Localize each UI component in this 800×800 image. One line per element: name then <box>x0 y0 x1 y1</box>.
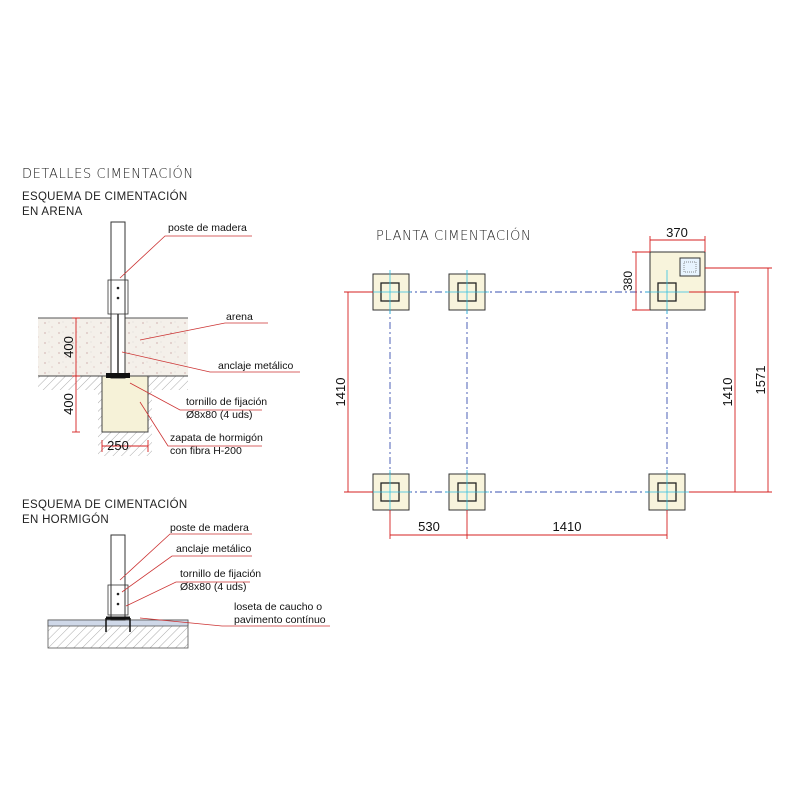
plan-title: PLANTA CIMENTACIÓN <box>376 228 531 244</box>
screw-label-line2: Ø8x80 (4 uds) <box>180 581 247 593</box>
screw-label-line1: tornillo de fijación <box>186 396 267 408</box>
main-title: DETALLES CIMENTACIÓN <box>22 166 194 182</box>
sand-depth-dimension: 400 <box>61 336 76 358</box>
footing-label-line2: con fibra H-200 <box>170 445 242 457</box>
anchor-base-plate <box>106 373 130 378</box>
screw-label-line1: tornillo de fijación <box>180 568 261 580</box>
plan-footing-large <box>645 251 706 314</box>
plan-footing <box>645 470 689 514</box>
plan-dim-right-outer: 1571 <box>753 366 768 395</box>
post-label: poste de madera <box>170 522 249 534</box>
plan-dim-bottom-right: 1410 <box>553 519 582 534</box>
plan-dim-pad-depth: 380 <box>621 271 635 291</box>
plan-dim-bottom-left: 530 <box>418 519 440 534</box>
footing-width-dimension: 250 <box>107 438 129 453</box>
plan-footing <box>445 270 489 314</box>
plan-dim-right-inner: 1410 <box>720 378 735 407</box>
post-label: poste de madera <box>168 222 247 234</box>
sand-foundation-detail: poste de madera arena anclaje metálico t… <box>38 221 300 457</box>
tile-label-line2: pavimento contínuo <box>234 614 326 626</box>
footing-label-line1: zapata de hormigón <box>170 432 263 444</box>
plan-footing <box>369 470 411 514</box>
plan-dim-pad-width: 370 <box>666 225 688 240</box>
concrete-foundation-detail: poste de madera anclaje metálico tornill… <box>47 522 330 649</box>
sand-label: arena <box>226 311 253 323</box>
plan-footing <box>445 470 489 514</box>
plan-dim-left: 1410 <box>333 378 348 407</box>
metal-anchor <box>107 584 129 616</box>
concrete-scheme-title-line2: EN HORMIGÓN <box>22 513 109 526</box>
sand-scheme-title-line1: ESQUEMA DE CIMENTACIÓN <box>22 190 188 203</box>
anchor-label: anclaje metálico <box>176 543 251 555</box>
anchor-label: anclaje metálico <box>218 360 293 372</box>
footing-depth-dimension: 400 <box>61 393 76 415</box>
sand-scheme-title-line2: EN ARENA <box>22 206 83 218</box>
wooden-post <box>110 534 126 621</box>
plan-footing <box>369 270 411 314</box>
foundation-plan: 370 380 1410 1410 1571 530 1410 <box>333 225 772 539</box>
tile-label-line1: loseta de caucho o <box>234 601 322 613</box>
screw-label-line2: Ø8x80 (4 uds) <box>186 409 253 421</box>
concrete-scheme-title-line1: ESQUEMA DE CIMENTACIÓN <box>22 498 188 511</box>
